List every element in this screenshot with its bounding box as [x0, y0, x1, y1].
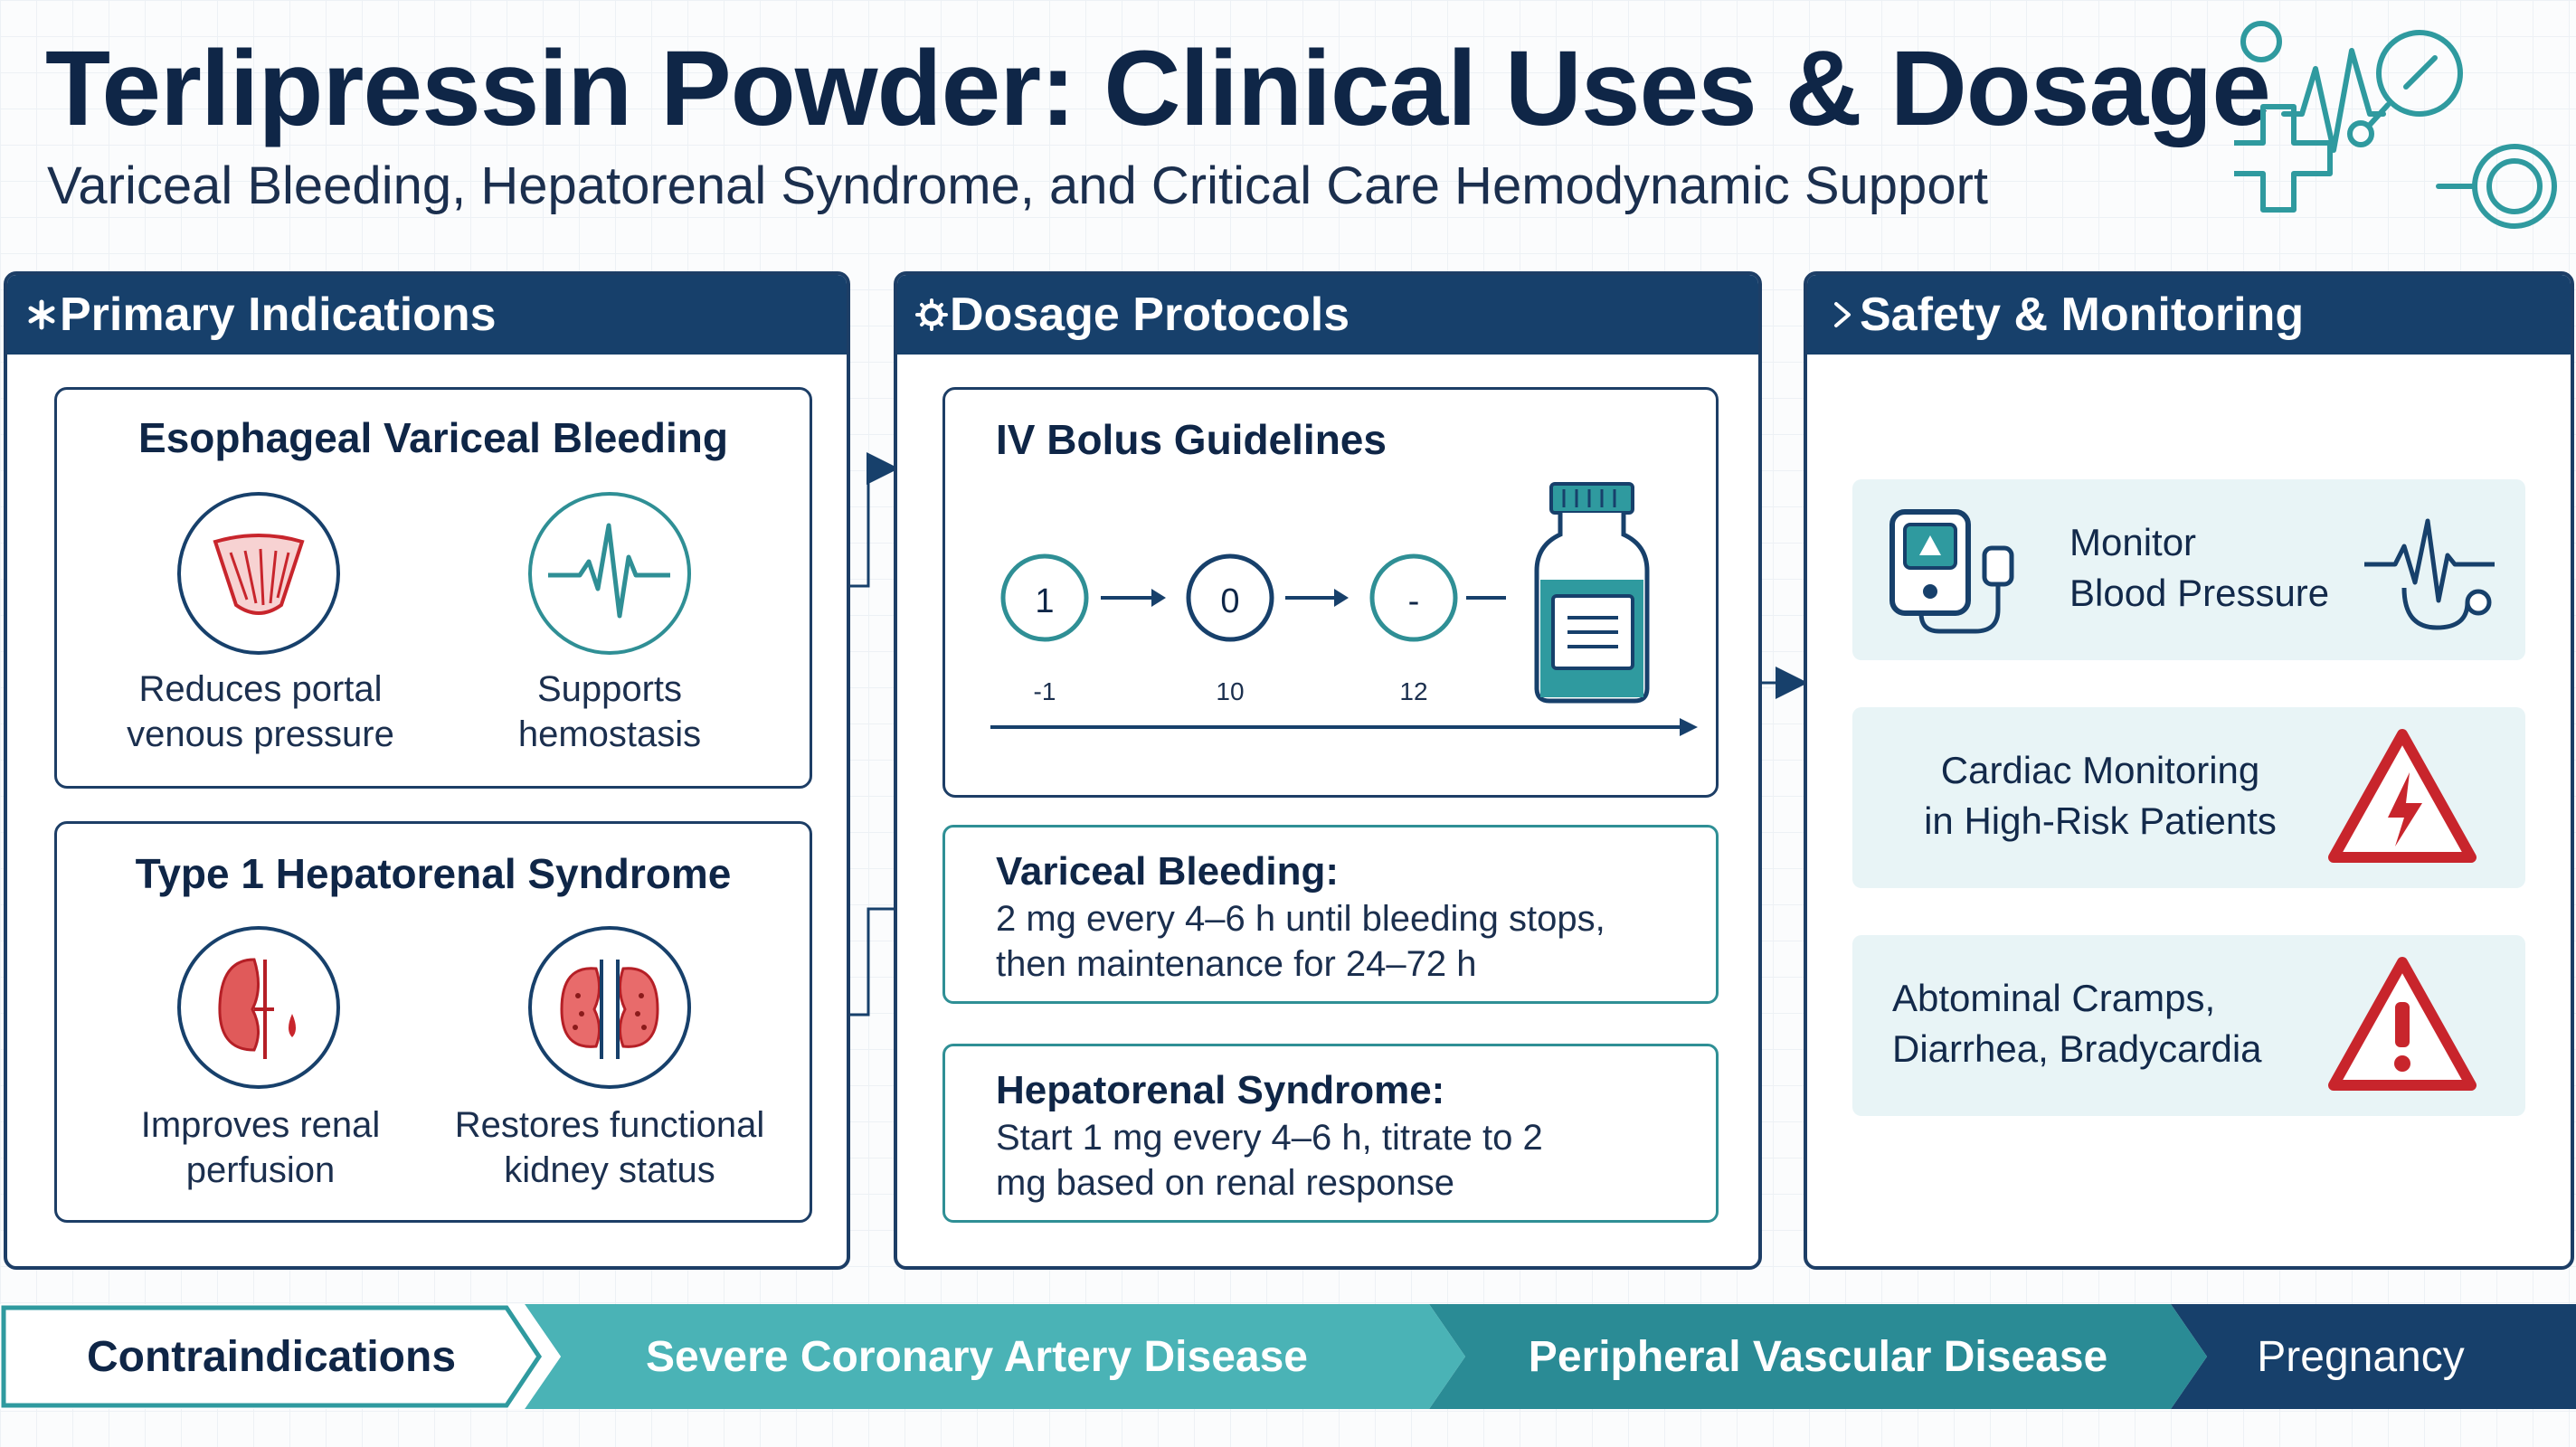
dosage-heading: Hepatorenal Syndrome: [996, 1068, 1445, 1112]
indication-caption: Restores functional kidney status [454, 1105, 765, 1190]
dosage-heading: Variceal Bleeding: [996, 849, 1340, 894]
gear-icon [915, 298, 948, 331]
bp-monitor-icon [1889, 509, 2014, 634]
step-number: 0 [1220, 582, 1240, 620]
page-subtitle: Variceal Bleeding, Hepatorenal Syndrome,… [47, 156, 1988, 215]
banner-item-vascular: Peripheral Vascular Disease [1528, 1332, 2108, 1381]
card-title: Type 1 Hepatorenal Syndrome [135, 850, 732, 897]
medical-decoration-icon [2234, 21, 2557, 229]
dosage-protocols-panel: Dosage Protocols IV Bolus Guidelines 1 0… [894, 271, 1762, 1270]
indication-caption: Reduces portal venous pressure [127, 669, 394, 754]
safety-monitoring-header: Safety & Monitoring [1807, 275, 2571, 355]
hepatorenal-dosage-card: Hepatorenal Syndrome: Start 1 mg every 4… [942, 1044, 1719, 1223]
banner-chevrons [0, 1304, 2576, 1409]
tile-text: Abtominal Cramps, Diarrhea, Bradycardia [1892, 977, 2262, 1070]
dosage-text: Start 1 mg every 4–6 h, titrate to 2 [996, 1118, 1543, 1158]
side-effects-tile: Abtominal Cramps, Diarrhea, Bradycardia [1852, 935, 2525, 1116]
dosage-protocols-header: Dosage Protocols [897, 275, 1758, 355]
banner-item-contraindications: Contraindications [86, 1332, 457, 1381]
warning-exclamation-icon [2328, 957, 2477, 1091]
step-number: - [1407, 582, 1420, 620]
banner-item-coronary: Severe Coronary Artery Disease [646, 1332, 1308, 1381]
dosage-text: 2 mg every 4–6 h until bleeding stops, [996, 899, 1605, 939]
monitor-bp-tile: Monitor Blood Pressure [1852, 479, 2525, 660]
step-label: 12 [1399, 677, 1428, 705]
kidneys-icon [526, 923, 694, 1092]
panel-title: Dosage Protocols [950, 288, 1350, 341]
step-label: -1 [1033, 677, 1056, 705]
variceal-dosage-card: Variceal Bleeding: 2 mg every 4–6 h unti… [942, 825, 1719, 1004]
heartbeat-icon [526, 489, 694, 657]
panel-title: Safety & Monitoring [1860, 288, 2305, 341]
contraindications-banner: Contraindications Severe Coronary Artery… [0, 1304, 2576, 1409]
hepatorenal-syndrome-card: Type 1 Hepatorenal Syndrome Improves ren… [54, 821, 812, 1223]
medication-vial-icon [1534, 482, 1650, 704]
tile-text: Cardiac Monitoring in High-Risk Patients [1924, 749, 2277, 842]
cardiac-monitoring-tile: Cardiac Monitoring in High-Risk Patients [1852, 707, 2525, 888]
variceal-bleeding-card: Esophageal Variceal Bleeding Reduces por… [54, 387, 812, 789]
step-label: 10 [1216, 677, 1245, 705]
kidney-drop-icon [175, 923, 343, 1092]
stethoscope-pulse-icon [2364, 518, 2495, 630]
indication-caption: Improves renal perfusion [140, 1105, 381, 1190]
banner-item-pregnancy: Pregnancy [2257, 1332, 2465, 1381]
panel-title: Primary Indications [60, 288, 497, 341]
tile-text: Monitor Blood Pressure [2069, 521, 2330, 614]
dosage-text: then maintenance for 24–72 h [996, 944, 1477, 984]
primary-indications-panel: Primary Indications Esophageal Variceal … [4, 271, 850, 1270]
chevron-right-icon [1834, 302, 1851, 327]
card-title: IV Bolus Guidelines [996, 416, 1387, 463]
page-title: Terlipressin Powder: Clinical Uses & Dos… [45, 29, 2271, 148]
iv-bolus-card: IV Bolus Guidelines 1 0 - -1 10 12 [942, 387, 1719, 798]
dosage-text: mg based on renal response [996, 1163, 1454, 1203]
step-number: 1 [1035, 582, 1055, 620]
card-title: Esophageal Variceal Bleeding [138, 414, 728, 461]
indication-caption: Supports hemostasis [517, 669, 702, 754]
primary-indications-header: Primary Indications [7, 275, 847, 355]
timeline-arrow [990, 718, 1698, 736]
bolus-step-flow [1000, 553, 1506, 642]
asterisk-icon [28, 299, 55, 330]
warning-lightning-icon [2328, 729, 2477, 863]
safety-monitoring-panel: Safety & Monitoring Monitor Blood Pressu… [1804, 271, 2574, 1270]
esophagus-icon [175, 489, 343, 657]
